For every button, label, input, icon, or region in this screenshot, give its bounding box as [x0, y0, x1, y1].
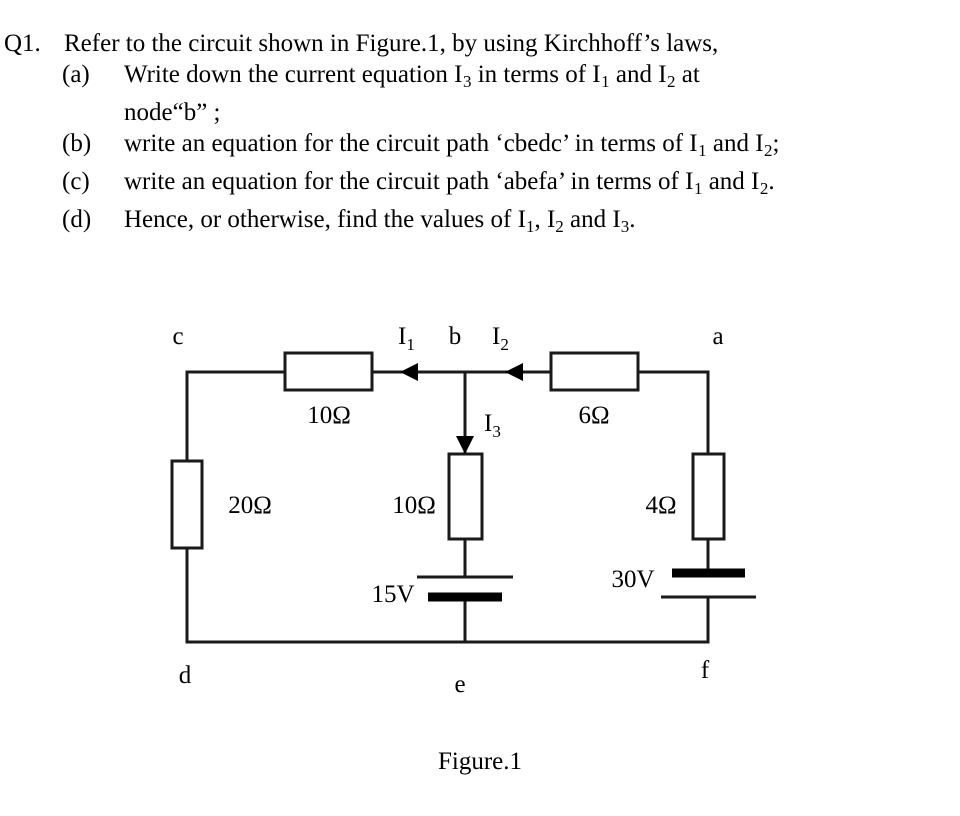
circuit-diagram: c b a d e f I1 I2 I3 10Ω 6Ω 20Ω 10Ω 4Ω 1…	[170, 323, 756, 698]
part-b-sub2: 2	[764, 141, 773, 161]
part-d-text: Hence, or otherwise, find the values of …	[124, 204, 635, 242]
current-label-i3-sub: 3	[492, 422, 501, 441]
question-number: Q1.	[4, 30, 41, 57]
part-a-seg2: in terms of I	[471, 61, 601, 88]
node-label-b: b	[449, 323, 462, 350]
part-d-seg1: Hence, or otherwise, find the values of …	[124, 206, 526, 234]
question-part-a-row: (a) Write down the current equation I3 i…	[0, 59, 960, 97]
label-resistor-10ohm-top: 10Ω	[307, 402, 351, 429]
current-arrow-i3	[456, 436, 474, 454]
current-label-i3: I3	[484, 410, 501, 441]
part-d-sub2: 2	[555, 217, 564, 237]
part-b-seg2: and I	[706, 130, 764, 158]
current-label-i1-sub: 1	[406, 335, 415, 354]
part-c-seg2: and I	[702, 168, 760, 196]
part-a-line2: node“b” ;	[124, 99, 221, 127]
label-resistor-4ohm-right: 4Ω	[645, 492, 676, 519]
current-label-i2-symbol: I	[492, 323, 500, 350]
part-d-label: (d)	[62, 206, 92, 234]
current-label-i2-sub: 2	[500, 335, 509, 354]
current-arrow-i1	[400, 363, 418, 381]
part-a-seg3: and I	[609, 61, 667, 88]
label-resistor-10ohm-middle: 10Ω	[392, 492, 436, 519]
part-a-sub2: 1	[601, 72, 610, 92]
part-d-seg3: and I	[563, 206, 621, 234]
part-c-seg3: .	[768, 168, 775, 196]
part-a-text: Write down the current equation I3 in te…	[124, 59, 700, 97]
node-label-f: f	[701, 657, 710, 684]
part-c-text: write an equation for the circuit path ‘…	[124, 166, 775, 204]
part-a-sub1: 3	[462, 72, 472, 92]
node-label-d: d	[179, 662, 192, 689]
question-block: Q1. Refer to the circuit shown in Figure…	[0, 0, 960, 242]
part-b-seg1: write an equation for the circuit path ‘…	[124, 130, 698, 158]
part-c-sub2: 2	[759, 179, 769, 199]
figure-area: c b a d e f I1 I2 I3 10Ω 6Ω 20Ω 10Ω 4Ω 1…	[0, 300, 960, 816]
question-stem-row: Q1. Refer to the circuit shown in Figure…	[0, 28, 960, 59]
figure-caption: Figure.1	[437, 748, 523, 775]
question-part-d-row: (d) Hence, or otherwise, find the values…	[0, 204, 960, 242]
part-a-seg4: at	[675, 61, 700, 88]
question-part-b-row: (b) write an equation for the circuit pa…	[0, 128, 960, 166]
part-b-sub1: 1	[698, 141, 707, 161]
current-arrow-i2	[505, 363, 523, 381]
label-resistor-6ohm-top: 6Ω	[578, 402, 609, 429]
resistor-20ohm-left	[170, 459, 204, 550]
node-label-a: a	[712, 323, 723, 350]
part-d-seg4: .	[629, 206, 636, 234]
label-resistor-20ohm-left: 20Ω	[228, 492, 272, 519]
part-d-seg2: , I	[534, 206, 556, 234]
part-b-seg3: ;	[772, 130, 780, 158]
part-c-sub1: 1	[693, 179, 703, 199]
part-d-sub1: 1	[525, 217, 535, 237]
part-b-label: (b)	[62, 130, 92, 158]
part-b-text: write an equation for the circuit path ‘…	[124, 128, 779, 166]
resistor-4ohm-right	[691, 452, 726, 541]
part-a-sub3: 2	[667, 72, 676, 92]
current-label-i1: I1	[398, 323, 415, 354]
part-a-seg1: Write down the current equation I	[124, 61, 463, 88]
current-label-i3-symbol: I	[484, 410, 492, 437]
part-c-label: (c)	[62, 168, 90, 196]
label-battery-15v: 15V	[371, 581, 414, 608]
resistor-10ohm-middle	[447, 452, 484, 541]
part-a-label: (a)	[62, 61, 90, 88]
question-stem-text: Refer to the circuit shown in Figure.1, …	[64, 30, 719, 57]
resistor-10ohm-top	[283, 351, 374, 392]
question-part-a-row2: node“b” ;	[0, 97, 960, 128]
node-label-e: e	[454, 671, 465, 698]
part-d-sub3: 3	[620, 217, 630, 237]
label-battery-30v: 30V	[611, 566, 654, 593]
part-c-seg1: write an equation for the circuit path ‘…	[124, 168, 694, 196]
node-label-c: c	[172, 323, 183, 350]
resistor-6ohm-top	[549, 351, 640, 392]
question-part-c-row: (c) write an equation for the circuit pa…	[0, 166, 960, 204]
current-label-i2: I2	[492, 323, 509, 354]
current-label-i1-symbol: I	[398, 323, 406, 350]
